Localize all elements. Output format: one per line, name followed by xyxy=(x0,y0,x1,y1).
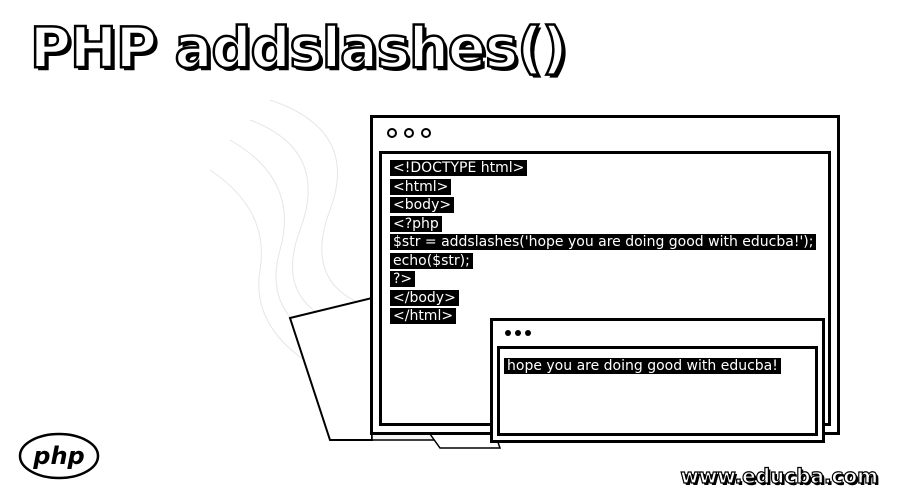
code-line: <body> xyxy=(390,195,820,214)
code-line-text: ?> xyxy=(390,271,416,287)
code-line: ?> xyxy=(390,269,820,288)
output-pane: hope you are doing good with educba! xyxy=(497,346,818,436)
php-logo-text: php xyxy=(32,442,84,470)
code-line-text: $str = addslashes('hope you are doing go… xyxy=(390,234,817,250)
code-line-text: </body> xyxy=(390,289,459,306)
code-window-titlebar xyxy=(373,118,837,148)
footer-url: www.educba.com xyxy=(680,463,879,488)
window-dot-icon xyxy=(404,128,414,138)
window-dot-icon xyxy=(505,330,511,336)
code-line-text: <!DOCTYPE html> xyxy=(390,160,528,176)
output-text: hope you are doing good with educba! xyxy=(504,358,781,374)
output-window-titlebar xyxy=(493,321,822,345)
window-dot-icon xyxy=(525,330,531,336)
code-line: <html> xyxy=(390,177,820,196)
php-logo: php xyxy=(18,432,100,480)
window-dot-icon xyxy=(515,330,521,336)
code-line: </html> xyxy=(390,306,820,325)
code-line: $str = addslashes('hope you are doing go… xyxy=(390,232,820,251)
code-line: <?php xyxy=(390,214,820,233)
code-line-text: <body> xyxy=(390,197,455,213)
window-dot-icon xyxy=(421,128,431,138)
code-line-text: echo($str); xyxy=(390,252,473,269)
code-line: </body> xyxy=(390,288,820,307)
code-line: echo($str); xyxy=(390,251,820,270)
code-line-text: <html> xyxy=(390,178,452,195)
page-title: PHP addslashes() xyxy=(29,15,569,83)
output-window: hope you are doing good with educba! xyxy=(490,318,825,443)
window-dot-icon xyxy=(387,128,397,138)
code-line-text: <?php xyxy=(390,215,442,232)
code-line-text: </html> xyxy=(390,308,457,324)
code-line: <!DOCTYPE html> xyxy=(390,158,820,177)
